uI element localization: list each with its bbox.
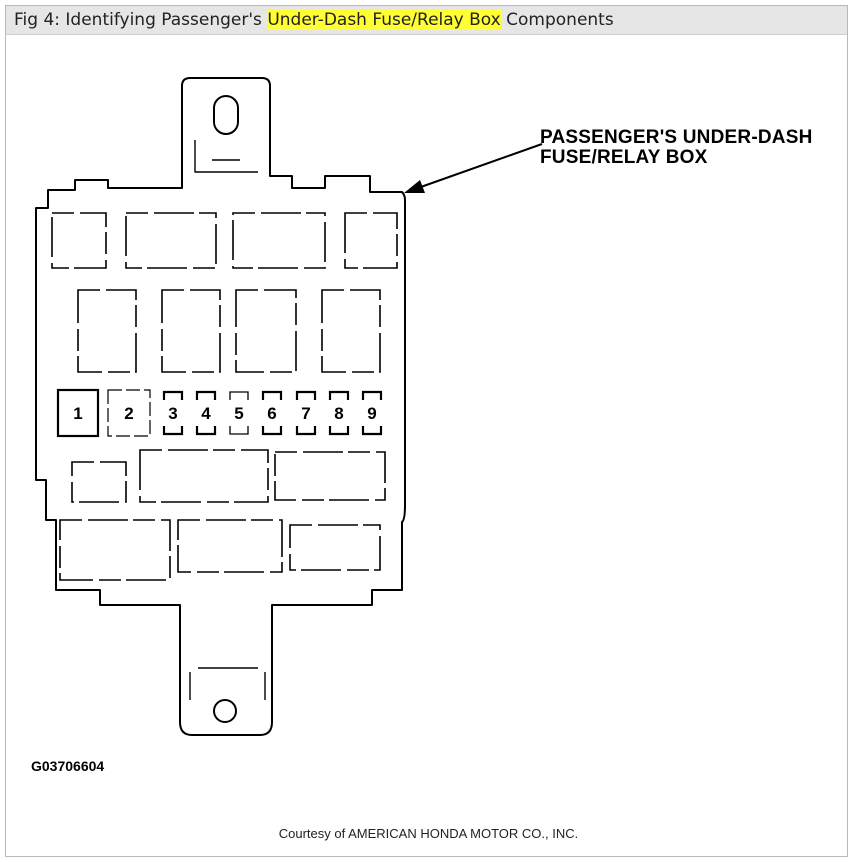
- fuse-label-7: 7: [301, 404, 310, 423]
- fuse-row: 1 2 3 4 5 6 7 8 9: [56, 388, 383, 438]
- fuse-label-6: 6: [267, 404, 276, 423]
- fuse-box-outline: [35, 77, 406, 736]
- figure-id: G03706604: [31, 758, 105, 774]
- fuse-label-2: 2: [124, 404, 133, 423]
- fuse-slot-6: [261, 390, 283, 436]
- figure-title: Fig 4: Identifying Passenger's Under-Das…: [14, 10, 614, 30]
- fuse-label-1: 1: [73, 404, 82, 423]
- title-prefix: Fig 4: Identifying Passenger's: [14, 10, 268, 30]
- callout-arrow: [404, 143, 543, 193]
- fuse-slot-1: [56, 388, 100, 438]
- fuse-slot-8: [328, 390, 350, 436]
- top-mounting-hole: [213, 95, 239, 135]
- credit-line: Courtesy of AMERICAN HONDA MOTOR CO., IN…: [278, 826, 579, 841]
- callout-line-1: PASSENGER'S UNDER-DASH: [540, 127, 813, 148]
- fuse-slot-5: [229, 391, 249, 435]
- figure-frame: Fig 4: Identifying Passenger's Under-Das…: [5, 5, 848, 857]
- bottom-mounting-hole: [213, 699, 237, 723]
- fuse-label-4: 4: [201, 404, 211, 423]
- fuse-label-9: 9: [367, 404, 376, 423]
- fuse-label-5: 5: [234, 404, 243, 423]
- title-bar: Fig 4: Identifying Passenger's Under-Das…: [6, 6, 847, 35]
- fuse-label-3: 3: [168, 404, 177, 423]
- fuse-slot-4: [195, 390, 217, 436]
- fuse-slot-9: [361, 390, 383, 436]
- title-highlight: Under-Dash Fuse/Relay Box: [267, 10, 501, 30]
- fuse-box-callout: PASSENGER'S UNDER-DASH FUSE/RELAY BOX: [540, 128, 813, 168]
- fuse-label-8: 8: [334, 404, 343, 423]
- fuse-slot-3: [162, 390, 184, 436]
- callout-line-2: FUSE/RELAY BOX: [540, 147, 708, 168]
- title-suffix: Components: [500, 10, 614, 30]
- fuse-slot-2: [107, 389, 151, 437]
- fuse-slot-7: [295, 390, 317, 436]
